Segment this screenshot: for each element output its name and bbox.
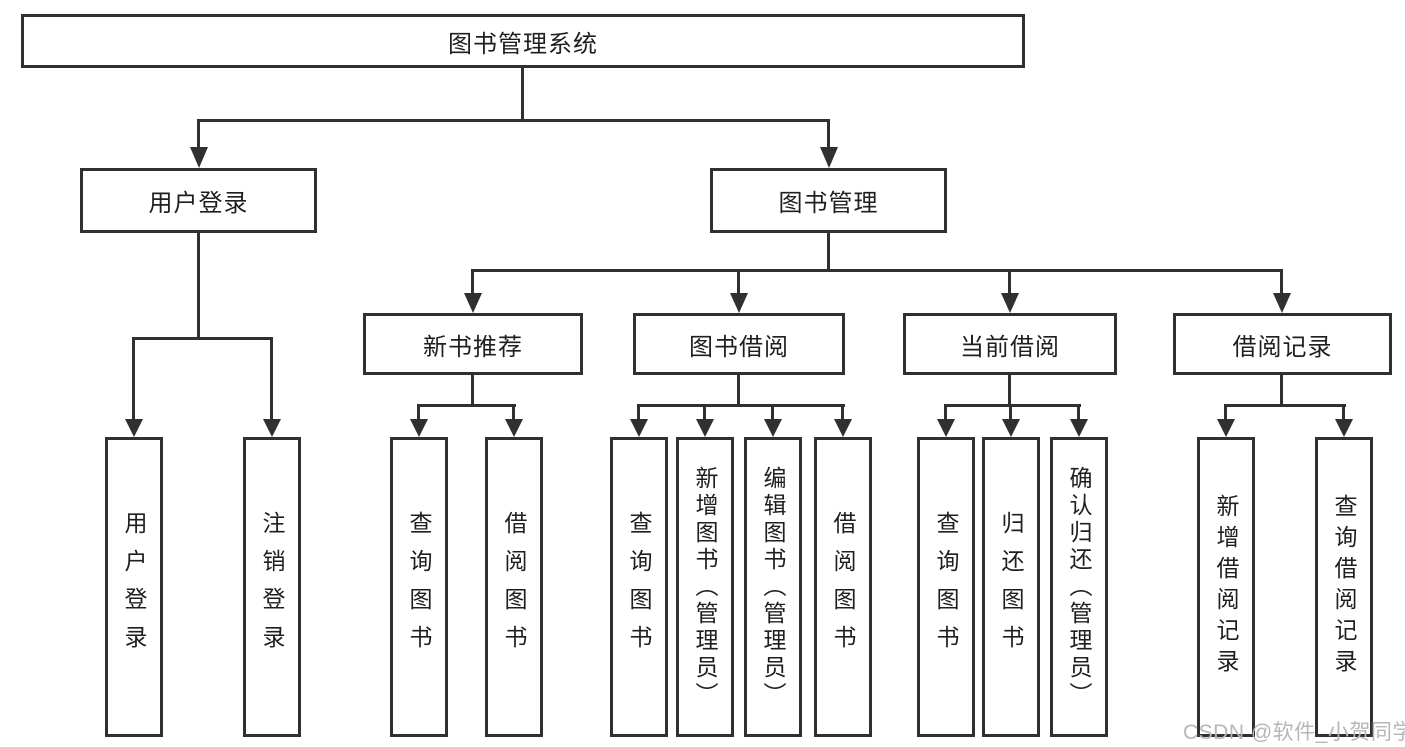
node-label: 归还图书 — [998, 511, 1024, 663]
node-leaf-query-books-2: 查询图书 — [610, 437, 668, 737]
node-label: 新书推荐 — [423, 333, 523, 361]
arrow-down-icon — [1001, 293, 1019, 313]
node-label: 用户登录 — [148, 190, 249, 217]
connector-line — [944, 404, 947, 419]
node-label: 新增图书（管理员） — [692, 465, 718, 709]
node-label: 借阅记录 — [1232, 333, 1333, 361]
connector-line — [637, 404, 845, 407]
connector-line — [1077, 404, 1080, 419]
node-leaf-query-books-1: 查询图书 — [390, 437, 448, 737]
node-leaf-return-books: 归还图书 — [982, 437, 1040, 737]
node-label: 新增借阅记录 — [1213, 494, 1239, 680]
connector-line — [417, 404, 516, 407]
arrow-down-icon — [464, 293, 482, 313]
connector-line — [1280, 269, 1283, 293]
connector-line — [944, 404, 1081, 407]
arrow-down-icon — [1273, 293, 1291, 313]
arrow-down-icon — [764, 419, 782, 437]
node-leaf-query-borrow-record: 查询借阅记录 — [1315, 437, 1373, 737]
arrow-down-icon — [1217, 419, 1235, 437]
node-leaf-edit-books-admin: 编辑图书（管理员） — [744, 437, 802, 737]
node-leaf-add-borrow-record: 新增借阅记录 — [1197, 437, 1255, 737]
connector-line — [1008, 375, 1011, 407]
node-label: 查询图书 — [406, 511, 432, 663]
node-label: 借阅图书 — [501, 511, 527, 663]
node-leaf-user-login: 用户登录 — [105, 437, 163, 737]
node-label: 图书管理 — [778, 190, 879, 217]
node-leaf-query-books-3: 查询图书 — [917, 437, 975, 737]
connector-line — [1224, 404, 1227, 419]
node-label: 注销登录 — [259, 511, 285, 663]
connector-line — [197, 119, 830, 122]
connector-line — [132, 337, 273, 340]
node-label: 查询图书 — [626, 511, 652, 663]
connector-line — [197, 233, 200, 340]
node-leaf-confirm-return-admin: 确认归还（管理员） — [1050, 437, 1108, 737]
node-label: 查询图书 — [933, 511, 959, 663]
arrow-down-icon — [834, 419, 852, 437]
node-current-borrowing: 当前借阅 — [903, 313, 1117, 375]
arrow-down-icon — [696, 419, 714, 437]
connector-line — [132, 337, 135, 419]
connector-line — [471, 375, 474, 407]
arrow-down-icon — [1335, 419, 1353, 437]
connector-line — [270, 337, 273, 419]
node-leaf-borrow-books-1: 借阅图书 — [485, 437, 543, 737]
node-root-library-system: 图书管理系统 — [21, 14, 1025, 68]
connector-line — [1280, 375, 1283, 407]
connector-line — [197, 119, 200, 147]
arrow-down-icon — [937, 419, 955, 437]
node-book-management: 图书管理 — [710, 168, 947, 233]
arrow-down-icon — [410, 419, 428, 437]
node-label: 编辑图书（管理员） — [760, 465, 786, 709]
connector-line — [827, 233, 830, 272]
connector-line — [841, 404, 844, 419]
node-user-login: 用户登录 — [80, 168, 317, 233]
connector-line — [703, 404, 706, 419]
connector-line — [471, 269, 474, 293]
connector-line — [1009, 404, 1012, 419]
node-label: 图书借阅 — [689, 333, 789, 361]
arrow-down-icon — [505, 419, 523, 437]
connector-line — [471, 269, 1283, 272]
node-label: 当前借阅 — [960, 333, 1060, 361]
arrow-down-icon — [263, 419, 281, 437]
connector-line — [737, 375, 740, 407]
arrow-down-icon — [190, 147, 208, 168]
arrow-down-icon — [730, 293, 748, 313]
node-leaf-add-books-admin: 新增图书（管理员） — [676, 437, 734, 737]
node-new-book-recommend: 新书推荐 — [363, 313, 583, 375]
node-book-borrowing: 图书借阅 — [633, 313, 845, 375]
csdn-watermark: CSDN @软件_小贺同学 — [1183, 721, 1405, 744]
connector-line — [512, 404, 515, 419]
node-leaf-logout: 注销登录 — [243, 437, 301, 737]
arrow-down-icon — [125, 419, 143, 437]
node-label: 确认归还（管理员） — [1066, 465, 1092, 709]
connector-line — [417, 404, 420, 419]
node-label: 借阅图书 — [830, 511, 856, 663]
connector-line — [737, 269, 740, 293]
node-label: 图书管理系统 — [448, 30, 598, 58]
arrow-down-icon — [820, 147, 838, 168]
connector-line — [1224, 404, 1346, 407]
connector-line — [1342, 404, 1345, 419]
arrow-down-icon — [630, 419, 648, 437]
connector-line — [521, 68, 524, 121]
node-label: 用户登录 — [121, 511, 147, 663]
node-borrow-records: 借阅记录 — [1173, 313, 1392, 375]
arrow-down-icon — [1002, 419, 1020, 437]
node-label: 查询借阅记录 — [1331, 494, 1357, 680]
connector-line — [827, 119, 830, 147]
node-leaf-borrow-books-2: 借阅图书 — [814, 437, 872, 737]
connector-line — [637, 404, 640, 419]
connector-line — [1008, 269, 1011, 293]
connector-line — [771, 404, 774, 419]
arrow-down-icon — [1070, 419, 1088, 437]
